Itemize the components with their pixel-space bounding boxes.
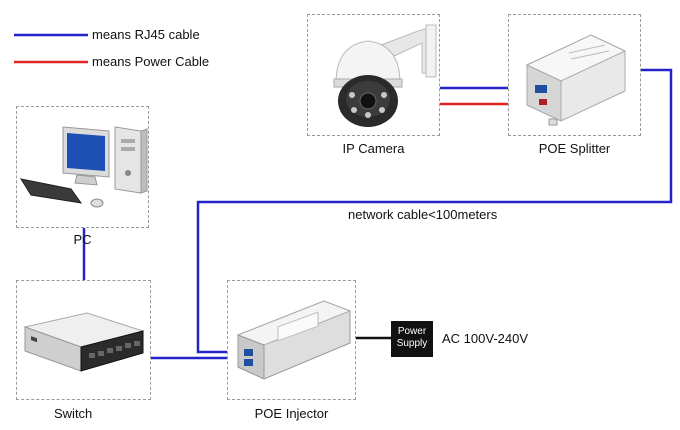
poe-splitter-box: [508, 14, 641, 136]
switch-label: Switch: [54, 406, 93, 421]
splitter-injector-rj45: [196, 68, 673, 354]
switch-image: [23, 312, 145, 372]
poe-injector-image: [236, 300, 352, 380]
cable-distance-note: network cable<100meters: [348, 207, 498, 222]
pc-box: [16, 106, 149, 228]
poe-injector-box: [227, 280, 356, 400]
power-supply-voltage: AC 100V-240V: [442, 331, 529, 346]
poe-injector-label: POE Injector: [254, 406, 329, 421]
legend-power-label: means Power Cable: [92, 54, 210, 69]
poe-splitter-image: [525, 34, 627, 126]
poe-splitter-label: POE Splitter: [538, 141, 611, 156]
pc-label: PC: [73, 232, 92, 247]
legend-rj45-label: means RJ45 cable: [92, 27, 200, 42]
ip-camera-box: [307, 14, 440, 136]
switch-box: [16, 280, 151, 400]
ip-camera-label: IP Camera: [342, 141, 405, 156]
ip-camera-image: [333, 24, 437, 127]
power-supply-line1: Power: [397, 326, 427, 337]
power-supply-line2: Supply: [396, 338, 428, 349]
power-supply-block: Power Supply: [391, 321, 433, 357]
pc-image: [19, 126, 148, 208]
